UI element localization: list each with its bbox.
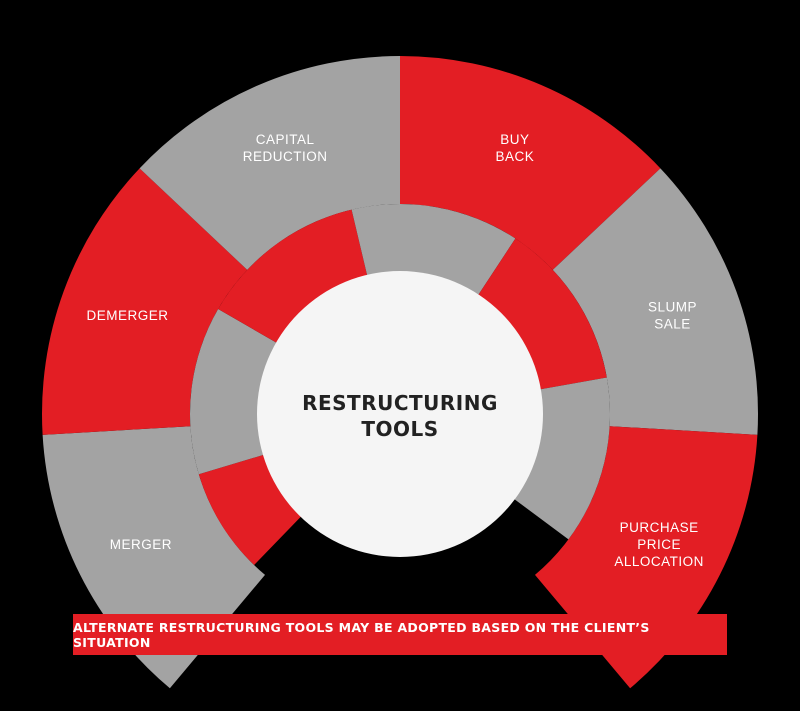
segment-demerger — [41, 168, 248, 435]
inner-ring-segment — [190, 309, 279, 475]
footer-banner: ALTERNATE RESTRUCTURING TOOLS MAY BE ADO… — [73, 614, 727, 655]
inner-ring-segment — [512, 377, 610, 540]
center-title-line-1: RESTRUCTURING — [302, 391, 498, 415]
segment-slump-sale — [552, 168, 758, 435]
inner-ring — [190, 204, 610, 566]
segment-buy-back — [400, 56, 661, 270]
inner-ring-segment — [218, 209, 368, 344]
center-title-line-2: TOOLS — [361, 417, 438, 441]
segment-capital-reduction — [139, 56, 401, 270]
center-circle — [257, 271, 543, 557]
segment-label-demerger: DEMERGER — [86, 308, 168, 323]
segment-label-merger: MERGER — [110, 537, 172, 552]
inner-ring-segment — [476, 238, 607, 390]
footer-banner-text: ALTERNATE RESTRUCTURING TOOLS MAY BE ADO… — [73, 619, 650, 650]
outer-ring — [41, 56, 758, 689]
